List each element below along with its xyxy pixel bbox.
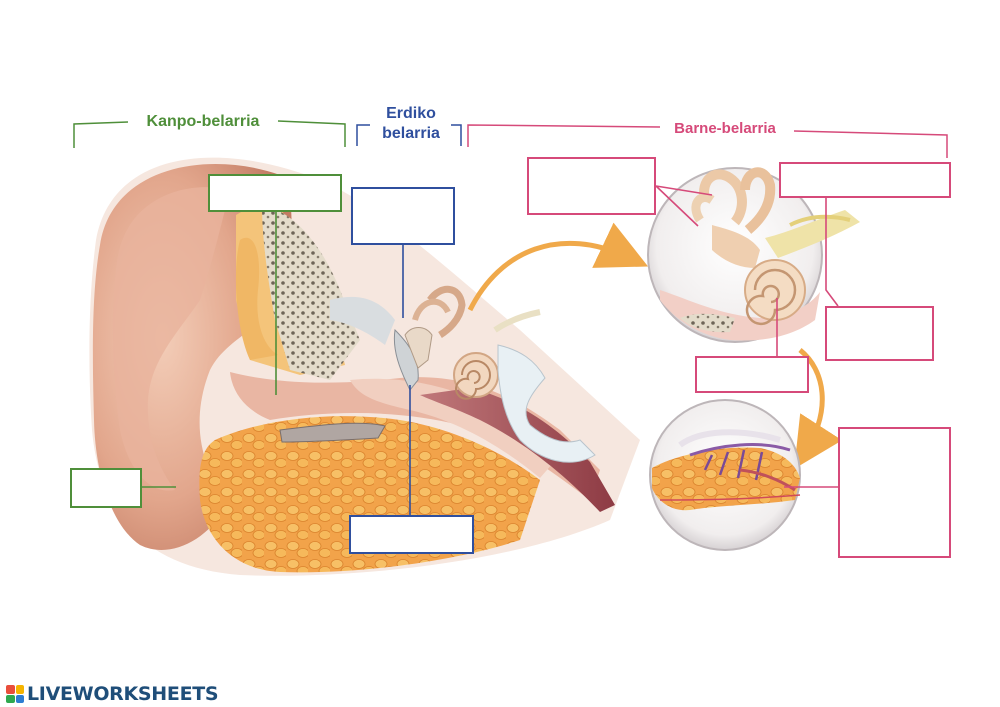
organ-of-corti-magnified-circle [649,399,801,551]
inner-ear-bracket [467,124,948,158]
liveworksheets-logo-icon [6,685,24,703]
inner-ear-magnified-circle [647,167,860,343]
answer-box-middle-top[interactable] [351,187,455,245]
answer-box-inner-top-right[interactable] [779,162,951,198]
middle-ear-heading-line1: Erdiko [386,105,436,122]
liveworksheets-brand: LIVEWORKSHEETS [6,682,219,706]
middle-ear-heading-line2: belarria [382,125,440,142]
middle-ear-bracket [356,124,462,146]
outer-ear-bracket [73,120,346,148]
leader-middle [402,244,411,516]
answer-box-inner-top-left[interactable] [527,157,656,215]
leader-inner-top-right [825,198,839,307]
answer-box-outer-top[interactable] [208,174,342,212]
brand-name: LIVEWORKSHEETS [27,683,219,705]
inner-ear-heading: Barne-belarria [674,120,776,137]
outer-ear-heading: Kanpo-belarria [146,113,260,130]
zoom-arrow-top [467,222,649,312]
leader-lines [142,185,839,516]
answer-box-outer-left[interactable] [70,468,142,508]
answer-box-inner-bottom[interactable] [695,356,809,393]
leader-inner-top-left [655,185,713,227]
answer-box-inner-corti[interactable] [838,427,951,558]
ear-illustration [89,157,641,576]
answer-box-inner-right[interactable] [825,306,934,361]
middle-ear-heading: Erdiko belarria [368,104,454,144]
answer-box-middle-bottom[interactable] [349,515,474,554]
